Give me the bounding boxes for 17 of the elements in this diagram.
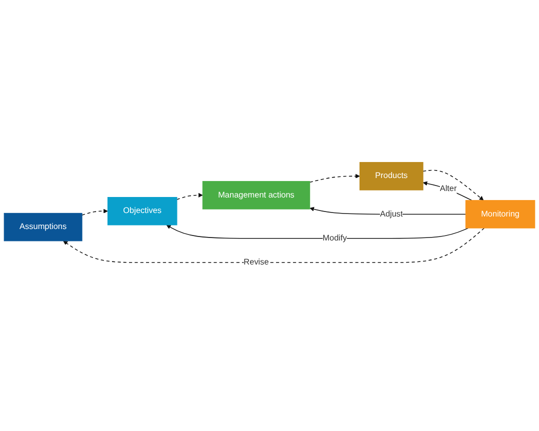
edge-label: Alter [440,184,457,194]
arrow [422,181,472,201]
node-box: Monitoring [465,200,536,228]
arrow [63,228,485,263]
arrow [176,192,203,200]
node-box: Assumptions [4,212,82,242]
arrow [310,206,466,215]
arrow [166,224,469,239]
arrow [82,208,108,216]
node-box: Management actions [202,181,310,210]
edge-label: Revise [244,258,269,267]
node-box: Products [360,162,424,190]
edge-label: Adjust [380,210,403,218]
edge-label: Modify [322,234,347,242]
arrow [422,170,484,201]
arrow [309,174,360,183]
node-box: Objectives [107,197,178,226]
